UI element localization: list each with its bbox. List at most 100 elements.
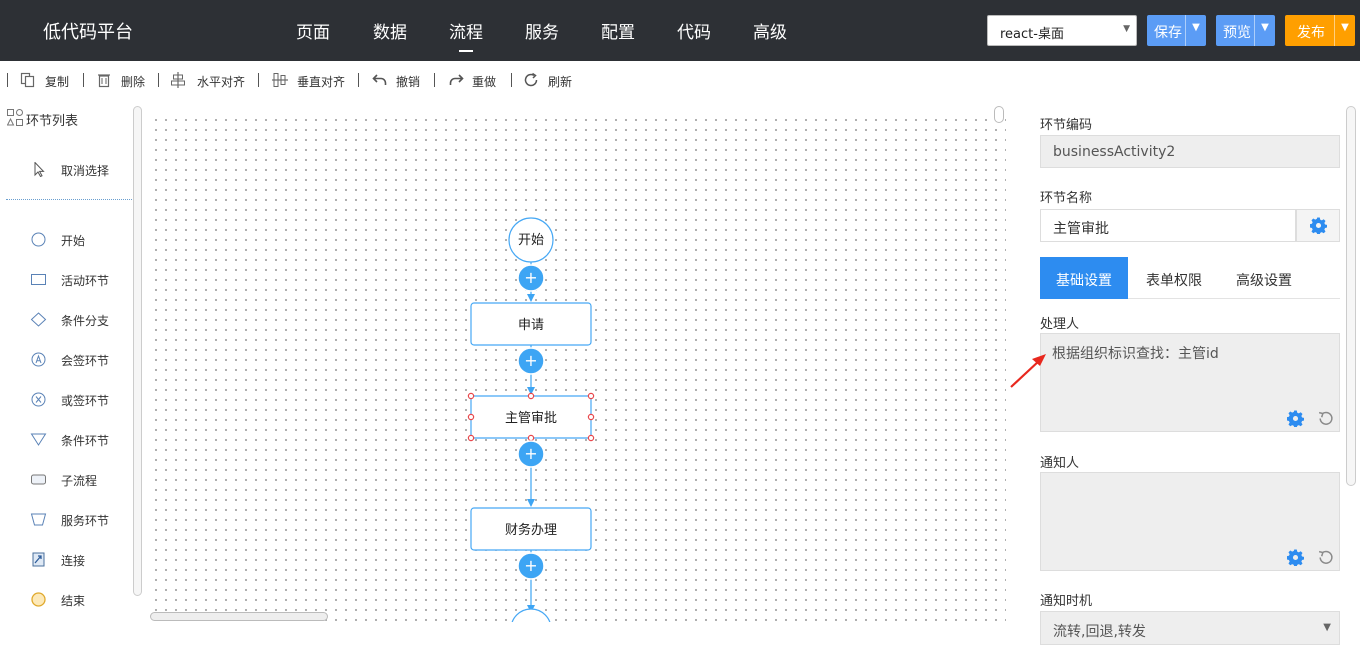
preview-dropdown-icon[interactable]: ▼ <box>1254 15 1275 46</box>
subprocess-icon <box>31 474 46 485</box>
add-node-button[interactable]: + <box>517 440 545 468</box>
horizontal-align-button[interactable]: 水平对齐 <box>170 72 250 90</box>
node-name-settings-button[interactable] <box>1296 209 1340 242</box>
tab-form-permissions[interactable]: 表单权限 <box>1146 273 1202 289</box>
flow-canvas[interactable]: 开始 申请 主管审批 财务办理 + + <box>148 112 1006 622</box>
handler-field[interactable]: 根据组织标识查找：主管id <box>1040 333 1340 432</box>
canvas-horizontal-scrollbar[interactable] <box>150 612 328 621</box>
nav-process[interactable]: 流程 <box>449 18 483 52</box>
gear-icon <box>1310 217 1327 234</box>
redo-label: 重做 <box>472 75 497 89</box>
triangle-icon <box>30 433 47 446</box>
palette-item-label: 服务环节 <box>61 514 110 528</box>
toolbar-divider <box>158 73 159 87</box>
add-node-button[interactable]: + <box>517 552 545 580</box>
node-name-input[interactable]: 主管审批 <box>1040 209 1296 242</box>
node-code-value: businessActivity2 <box>1053 144 1176 160</box>
node-list-icon <box>7 109 23 126</box>
flow-node-finance[interactable]: 财务办理 <box>470 507 592 551</box>
notify-field[interactable] <box>1040 472 1340 571</box>
undo-icon <box>372 74 387 85</box>
tab-advanced-settings[interactable]: 高级设置 <box>1236 273 1292 289</box>
handler-label: 处理人 <box>1040 317 1080 332</box>
flow-node-apply[interactable]: 申请 <box>470 302 592 346</box>
palette-scrollbar[interactable] <box>133 106 142 596</box>
annotation-arrow-icon <box>1010 354 1046 388</box>
trash-icon <box>98 74 110 88</box>
chevron-down-icon: ▼ <box>1323 622 1331 633</box>
node-code-field[interactable]: businessActivity2 <box>1040 135 1340 168</box>
reset-icon[interactable] <box>1317 410 1334 427</box>
delete-button[interactable]: 删除 <box>96 72 148 90</box>
nav-data[interactable]: 数据 <box>373 23 407 43</box>
horizontal-align-label: 水平对齐 <box>197 75 246 89</box>
flow-node-supervisor-approval[interactable]: 主管审批 <box>470 395 592 439</box>
diamond-icon <box>30 312 47 327</box>
properties-scrollbar[interactable] <box>1346 106 1356 486</box>
nav-advanced[interactable]: 高级 <box>753 23 787 43</box>
horizontal-align-icon <box>171 72 185 88</box>
nav-service[interactable]: 服务 <box>525 23 559 43</box>
tab-basic-settings[interactable]: 基础设置 <box>1040 257 1128 299</box>
gear-icon[interactable] <box>1287 549 1304 566</box>
canvas-vertical-scrollbar[interactable] <box>994 106 1004 123</box>
vertical-align-icon <box>272 73 288 87</box>
publish-dropdown-icon[interactable]: ▼ <box>1334 15 1355 46</box>
handler-value: 根据组织标识查找：主管id <box>1052 346 1219 362</box>
save-button[interactable]: 保存 <box>1154 25 1182 41</box>
toolbar-divider <box>83 73 84 87</box>
reset-icon[interactable] <box>1317 549 1334 566</box>
add-node-button[interactable]: + <box>517 347 545 375</box>
flow-node-label: 财务办理 <box>505 522 557 538</box>
vertical-align-label: 垂直对齐 <box>297 75 346 89</box>
preview-button[interactable]: 预览 <box>1223 25 1251 41</box>
redo-button[interactable]: 重做 <box>448 72 500 90</box>
rectangle-icon <box>31 274 46 285</box>
palette-item-label: 或签环节 <box>61 394 110 408</box>
undo-label: 撤销 <box>396 75 421 89</box>
vertical-align-button[interactable]: 垂直对齐 <box>272 72 352 90</box>
flow-node-start[interactable]: 开始 <box>508 217 554 263</box>
settings-tabs: 基础设置 表单权限 高级设置 <box>1040 257 1340 299</box>
copy-label: 复制 <box>45 75 70 89</box>
plus-icon: + <box>524 444 537 463</box>
cursor-icon <box>34 162 45 177</box>
nav-config[interactable]: 配置 <box>601 23 635 43</box>
selection-handles[interactable] <box>467 392 595 442</box>
flow-diagram: 开始 申请 主管审批 财务办理 + + <box>467 217 595 622</box>
toolbar-divider <box>434 73 435 87</box>
save-dropdown-icon[interactable]: ▼ <box>1185 15 1206 46</box>
publish-button-group: 发布 ▼ <box>1285 15 1355 46</box>
copy-button[interactable]: 复制 <box>20 72 72 90</box>
notify-timing-label: 通知时机 <box>1040 594 1093 609</box>
circle-icon <box>31 232 46 247</box>
palette-item-label: 条件环节 <box>61 434 110 448</box>
redo-icon <box>449 74 464 85</box>
publish-button[interactable]: 发布 <box>1297 25 1325 41</box>
add-node-button[interactable]: + <box>517 264 545 292</box>
palette-item-label: 连接 <box>61 554 86 568</box>
end-circle-icon <box>31 592 46 607</box>
countersign-icon <box>31 352 46 367</box>
flow-node-end[interactable] <box>511 608 551 622</box>
connect-icon <box>32 552 45 567</box>
palette-divider <box>6 199 132 200</box>
nav-code[interactable]: 代码 <box>677 23 711 43</box>
chevron-down-icon: ▼ <box>1123 24 1130 34</box>
nav-page[interactable]: 页面 <box>296 23 330 43</box>
undo-button[interactable]: 撤销 <box>372 72 424 90</box>
platform-select-value: react-桌面 <box>1000 27 1064 42</box>
save-button-group: 保存 ▼ <box>1147 15 1206 46</box>
delete-label: 删除 <box>121 75 146 89</box>
editor-toolbar: 复制 删除 水平对齐 垂直对齐 撤销 <box>0 61 1360 101</box>
notify-timing-select[interactable]: 流转,回退,转发 ▼ <box>1040 611 1340 645</box>
app-title: 低代码平台 <box>43 22 133 43</box>
refresh-button[interactable]: 刷新 <box>523 72 575 90</box>
palette-item-label: 条件分支 <box>61 314 110 328</box>
refresh-label: 刷新 <box>548 75 573 89</box>
deselect-label: 取消选择 <box>61 164 110 178</box>
plus-icon: + <box>524 556 537 575</box>
gear-icon[interactable] <box>1287 410 1304 427</box>
service-icon <box>30 513 47 526</box>
platform-select[interactable]: react-桌面 ▼ <box>987 15 1137 46</box>
